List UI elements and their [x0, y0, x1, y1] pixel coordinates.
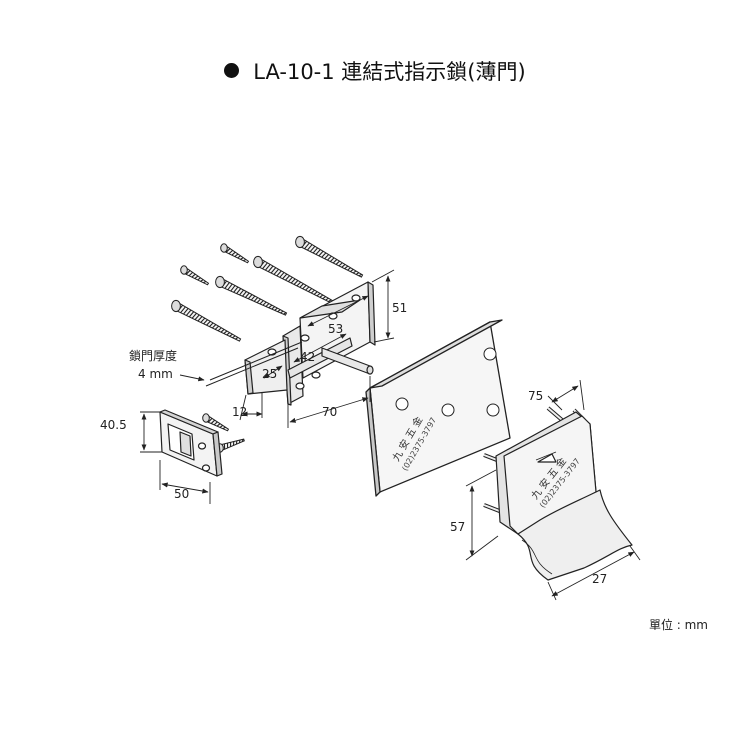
strike-plate-edge: [212, 431, 223, 477]
dim-label-42: 42: [300, 350, 315, 364]
dim-label-25: 25: [262, 367, 277, 381]
strike-plate: [159, 409, 223, 477]
screw: [220, 243, 250, 264]
screw: [180, 265, 210, 286]
indicator-arrow-icon: [537, 453, 557, 463]
dim-label-75: 75: [528, 389, 543, 403]
dim-line-25: [263, 365, 283, 379]
body-hole: [486, 403, 500, 417]
title-text: LA-10-1 連結式指示鎖(薄門): [253, 60, 526, 84]
screw: [215, 275, 288, 316]
dim-label-70: 70: [322, 405, 337, 419]
dim-line-42: [293, 333, 347, 363]
dimension-lines: [140, 269, 641, 601]
dim-line-70: [289, 397, 369, 423]
dim-line-50: [161, 482, 209, 494]
screw: [171, 299, 242, 342]
dim-line-53: [307, 295, 369, 327]
mounting-bracket: [244, 281, 376, 406]
strike-hole: [197, 442, 207, 450]
bracket-hole: [311, 371, 321, 379]
bracket-hole: [295, 382, 305, 390]
body-top-face: [369, 319, 503, 389]
dim-label-51: 51: [392, 301, 407, 315]
screw: [253, 255, 338, 306]
dim-label-57: 57: [450, 520, 465, 534]
spindle-end: [366, 365, 374, 375]
page-title: LA-10-1 連結式指示鎖(薄門): [0, 56, 750, 86]
screw: [295, 235, 364, 278]
door-thickness-value: 4 mm: [138, 367, 173, 381]
dim-label-27: 27: [592, 572, 607, 586]
body-hole: [395, 397, 409, 411]
dim-label-12: 12: [232, 405, 247, 419]
dim-label-50: 50: [174, 487, 189, 501]
strike-recess-inner: [179, 431, 192, 457]
pin: [547, 407, 563, 421]
dim-line-27: [551, 551, 635, 597]
body-hole: [441, 403, 455, 417]
main-lock-body: [365, 319, 511, 497]
bracket-hole: [300, 334, 310, 342]
door-thickness-line: [209, 341, 303, 381]
door-thickness-line: [205, 347, 299, 387]
body-hole: [483, 347, 497, 361]
bullet-icon: [224, 63, 240, 78]
strike-hole: [201, 464, 211, 472]
thumb-turn-knob-ridge: [521, 539, 553, 575]
door-thickness-leader: [179, 374, 205, 382]
screw-set: [171, 235, 364, 453]
bracket-back-plate-edge: [367, 281, 376, 346]
body-left-face: [365, 387, 381, 497]
door-thickness-label: 鎖門厚度: [129, 348, 177, 363]
dim-label-53: 53: [328, 322, 343, 336]
unit-label: 單位 : mm: [648, 618, 708, 632]
screw: [216, 438, 245, 453]
bracket-lower-tab-edge: [244, 359, 254, 395]
dim-label-40-5: 40.5: [100, 418, 127, 432]
dim-line-75: [551, 385, 579, 403]
screw: [202, 413, 230, 432]
